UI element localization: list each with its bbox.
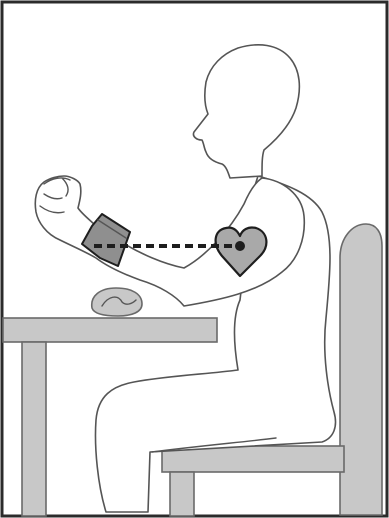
- person-head: [193, 45, 299, 178]
- chair-front-leg: [170, 472, 194, 516]
- chair-backrest: [340, 224, 382, 515]
- table-top: [3, 318, 217, 342]
- table-leg: [22, 342, 46, 516]
- heart-center-dot: [235, 241, 245, 251]
- arm-cushion-icon: [92, 288, 142, 316]
